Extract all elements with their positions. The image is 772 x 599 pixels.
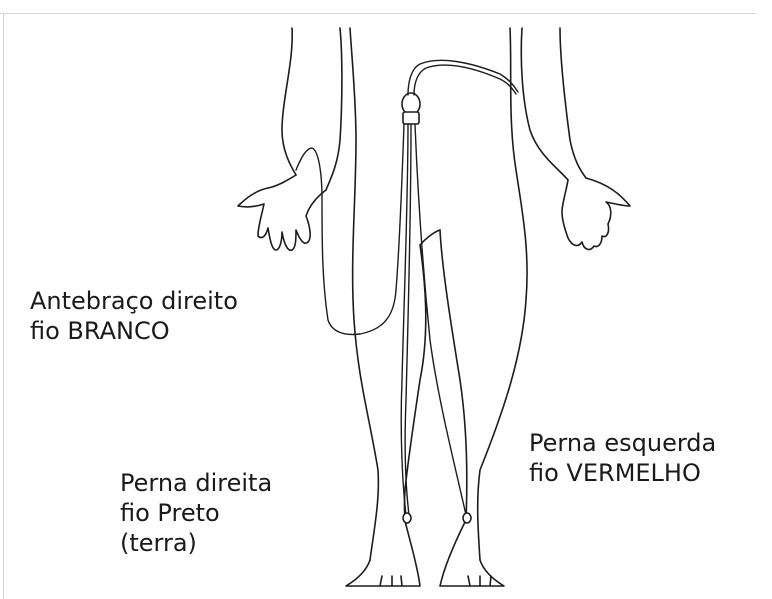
left-hand [562, 178, 630, 249]
label-left-leg-line1: Perna esquerda [529, 428, 716, 458]
label-right-forearm-line2: fio BRANCO [30, 316, 238, 346]
crotch [420, 230, 440, 245]
right-arm-inner [326, 28, 342, 190]
label-right-leg-line3: (terra) [120, 528, 272, 558]
right-hand [238, 175, 326, 250]
body-left-outline [350, 28, 378, 560]
left-arm-inner [560, 28, 586, 178]
label-right-forearm-line1: Antebraço direito [30, 286, 238, 316]
left-leg-electrode [463, 513, 471, 523]
black-lead-2 [405, 124, 411, 515]
inner-thigh-right [440, 230, 467, 520]
right-leg-electrode [403, 513, 411, 523]
body-right-outline [478, 28, 527, 560]
label-right-forearm: Antebraço direito fio BRANCO [30, 286, 238, 346]
right-arm-outline [282, 28, 296, 175]
red-lead [415, 124, 466, 515]
connector-block [403, 112, 419, 124]
inner-thigh-left [404, 245, 425, 525]
right-foot [346, 525, 420, 586]
label-right-leg-line1: Perna direita [120, 468, 272, 498]
left-foot [440, 520, 504, 586]
left-toes [468, 576, 491, 586]
main-cable [408, 60, 518, 95]
label-right-leg-line2: fio Preto [120, 498, 272, 528]
main-cable-inner [414, 65, 516, 95]
white-lead [296, 124, 404, 334]
label-right-leg: Perna direita fio Preto (terra) [120, 468, 272, 558]
label-left-leg-line2: fio VERMELHO [529, 458, 716, 488]
right-toes [380, 576, 402, 586]
label-left-leg: Perna esquerda fio VERMELHO [529, 428, 716, 488]
